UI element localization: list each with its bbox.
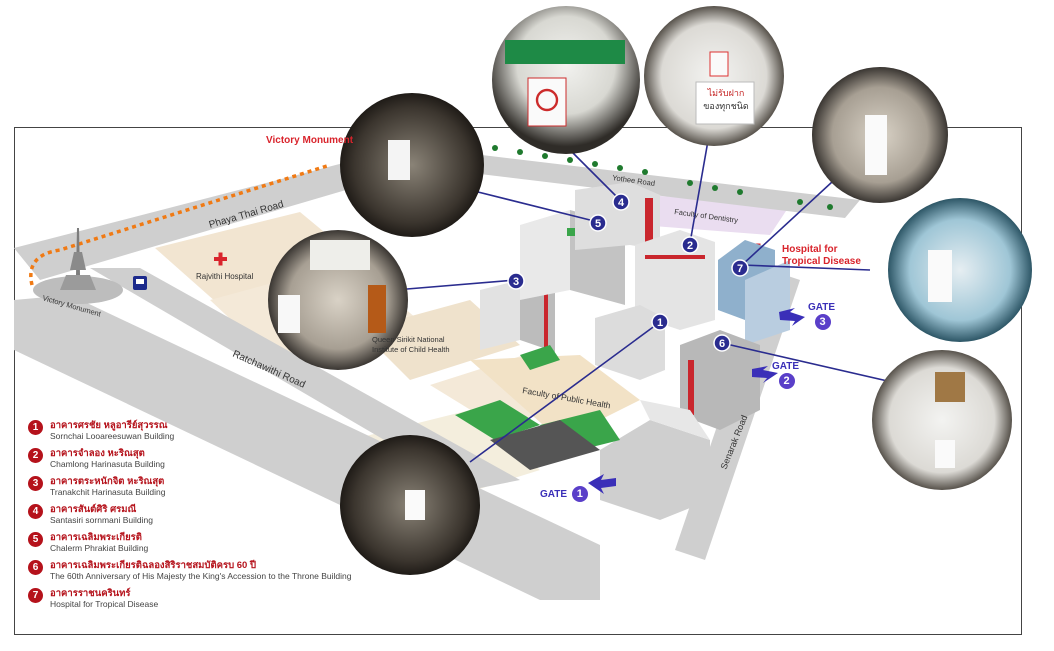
legend-item: 5 อาคารเฉลิมพระเกียรติ Chalerm Phrakiat … [28, 530, 368, 557]
marker-2: 2 [681, 236, 699, 254]
gate-2: GATE 2 [772, 361, 799, 389]
marker-5: 5 [589, 214, 607, 232]
child-health-line2: Institute of Child Health [372, 345, 450, 354]
campus-buildings [455, 182, 790, 520]
legend-item: 1 อาคารศรชัย หลูอารีย์สุวรรณ Sornchai Lo… [28, 418, 368, 445]
legend-item: 7 อาคารราชนครินทร์ Hospital for Tropical… [28, 586, 368, 613]
red-cross-icon [214, 252, 227, 266]
photo-circle-5 [340, 93, 484, 237]
legend-english-name: Hospital for Tropical Disease [50, 599, 159, 609]
legend-number: 1 [28, 420, 43, 435]
gate-1-label: GATE [540, 489, 568, 500]
legend-number: 7 [28, 588, 43, 603]
svg-text:3: 3 [513, 276, 519, 288]
legend-item: 6 อาคารเฉลิมพระเกียรติฉลองสิริราชสมบัติค… [28, 558, 368, 585]
legend-thai-name: อาคารเฉลิมพระเกียรติ [50, 532, 142, 543]
legend-thai-name: อาคารสันต์ศิริ ศรมณี [50, 504, 137, 515]
svg-text:6: 6 [719, 338, 725, 350]
child-health-line1: Queen Sirikit National [372, 335, 445, 344]
marker-6: 6 [713, 334, 731, 352]
hospital-tropical-label: Hospital for Tropical Disease [782, 244, 861, 268]
svg-text:5: 5 [595, 218, 601, 230]
gate-1: GATE 1 [540, 486, 588, 502]
photo-circle-3 [268, 230, 408, 370]
gate-1-number: 1 [571, 486, 588, 502]
marker-7: 7 [731, 259, 749, 277]
legend-thai-name: อาคารราชนครินทร์ [50, 588, 131, 599]
legend-thai-name: อาคารตระหนักจิต หะริณสุต [50, 476, 165, 487]
legend-thai-name: อาคารเฉลิมพระเกียรติฉลองสิริราชสมบัติครบ… [50, 560, 256, 571]
legend-english-name: Chalerm Phrakiat Building [50, 543, 149, 553]
marker-4: 4 [612, 193, 630, 211]
handwritten-sign-line2: ของทุกชนิด [703, 101, 749, 111]
building-markers: 1 2 3 4 5 6 7 [507, 193, 749, 352]
svg-text:4: 4 [618, 197, 625, 209]
photo-circle-1b [888, 198, 1032, 342]
legend-item: 3 อาคารตระหนักจิต หะริณสุต Tranakchit Ha… [28, 474, 368, 501]
legend-number: 5 [28, 532, 43, 547]
legend-item: 4 อาคารสันต์ศิริ ศรมณี Santasiri sornman… [28, 502, 368, 529]
svg-text:7: 7 [737, 263, 743, 275]
hospital-tropical-line1: Hospital for [782, 244, 838, 255]
gate-3: GATE 3 [808, 302, 835, 330]
gate-2-label: GATE [772, 361, 800, 372]
building-legend: 1 อาคารศรชัย หลูอารีย์สุวรรณ Sornchai Lo… [28, 418, 368, 614]
legend-number: 4 [28, 504, 43, 519]
rajvithi-hospital-label: Rajvithi Hospital [196, 272, 254, 281]
gate-arrows [588, 308, 805, 494]
child-health-label: Queen Sirikit National Institute of Chil… [372, 335, 450, 355]
trees [492, 145, 833, 210]
marker-1: 1 [651, 313, 669, 331]
legend-item: 2 อาคารจำลอง หะริณสุต Chamlong Harinasut… [28, 446, 368, 473]
hospital-tropical-line2: Tropical Disease [782, 256, 861, 267]
route-line [29, 163, 331, 286]
legend-number: 6 [28, 560, 43, 575]
victory-monument-icon [33, 228, 123, 304]
gate-2-number: 2 [778, 373, 795, 389]
photo-callouts [268, 6, 1032, 575]
legend-english-name: The 60th Anniversary of His Majesty the … [50, 571, 352, 581]
handwritten-sign: ไม่รับฝาก ของทุกชนิด [700, 87, 752, 113]
marker-3: 3 [507, 272, 525, 290]
legend-english-name: Tranakchit Harinasuta Building [50, 487, 166, 497]
gate-3-label: GATE [808, 302, 836, 313]
photo-circle-6 [872, 350, 1012, 490]
legend-number: 3 [28, 476, 43, 491]
bus-stop-icon [133, 276, 147, 290]
svg-text:2: 2 [687, 240, 693, 252]
gate-3-number: 3 [814, 314, 831, 330]
legend-thai-name: อาคารจำลอง หะริณสุต [50, 448, 145, 459]
legend-english-name: Chamlong Harinasuta Building [50, 459, 165, 469]
handwritten-sign-line1: ไม่รับฝาก [707, 88, 745, 98]
legend-english-name: Sornchai Looareesuwan Building [50, 431, 175, 441]
victory-monument-top-label: Victory Monument [266, 135, 354, 146]
legend-thai-name: อาคารศรชัย หลูอารีย์สุวรรณ [50, 420, 168, 431]
svg-text:1: 1 [657, 317, 663, 329]
legend-number: 2 [28, 448, 43, 463]
legend-english-name: Santasiri sornmani Building [50, 515, 153, 525]
